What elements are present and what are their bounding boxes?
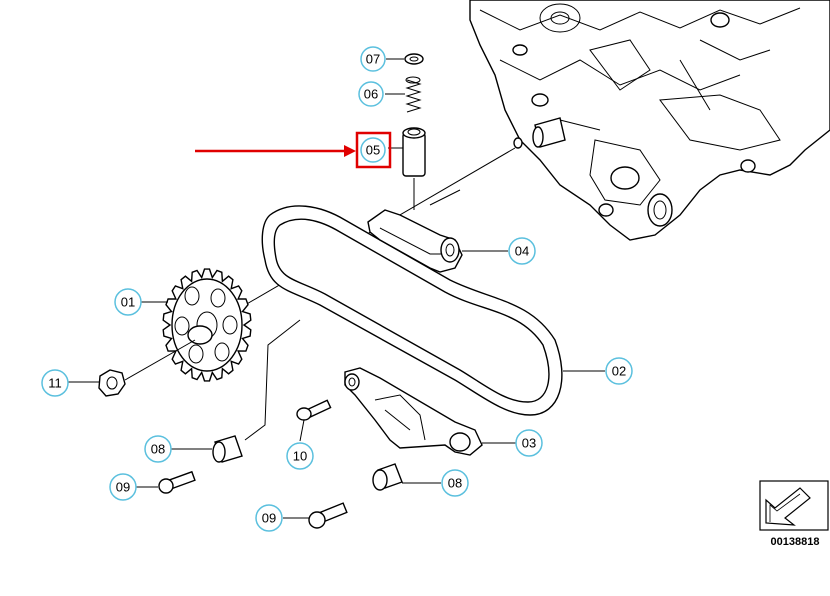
highlight-box — [355, 131, 392, 169]
callout-06-label: 06 — [364, 87, 378, 102]
callout-01-label: 01 — [121, 295, 135, 310]
oil-pump-housing — [469, 0, 830, 241]
callout-02-label: 02 — [612, 364, 626, 379]
callout-08-right[interactable]: 08 — [441, 469, 469, 497]
part-04-tensioner — [367, 209, 463, 273]
part-10-bolt — [296, 399, 332, 421]
callout-07[interactable]: 07 — [360, 46, 386, 72]
leader-lines — [68, 58, 605, 519]
callout-04[interactable]: 04 — [508, 237, 536, 265]
callout-08-left-label: 08 — [151, 442, 165, 457]
callout-05[interactable]: 05 — [360, 137, 386, 163]
part-01-sprocket — [162, 268, 252, 382]
part-02-chain — [261, 205, 563, 416]
callout-07-label: 07 — [366, 52, 380, 67]
callout-11-label: 11 — [48, 376, 62, 391]
part-09-bolt-left — [158, 470, 196, 494]
callout-09-right[interactable]: 09 — [255, 504, 283, 532]
callout-06[interactable]: 06 — [358, 81, 384, 107]
callout-10-label: 10 — [293, 449, 307, 464]
highlight-arrow — [195, 145, 356, 157]
part-06-spring — [405, 76, 422, 113]
callout-03-label: 03 — [522, 436, 536, 451]
callout-09-left[interactable]: 09 — [109, 473, 137, 501]
part-08-bushing-right — [372, 463, 403, 491]
callout-04-label: 04 — [515, 244, 529, 259]
part-03-guide-rail — [344, 367, 483, 456]
direction-arrow-icon — [759, 480, 829, 531]
part-11-nut — [98, 369, 126, 397]
callout-01[interactable]: 01 — [114, 288, 142, 316]
callout-10[interactable]: 10 — [286, 442, 314, 470]
part-05-piston — [402, 127, 426, 177]
callout-02[interactable]: 02 — [605, 357, 633, 385]
part-09-bolt-right — [308, 502, 348, 529]
callout-08-left[interactable]: 08 — [144, 435, 172, 463]
callout-09-left-label: 09 — [116, 480, 130, 495]
part-08-bushing-left — [212, 435, 243, 463]
callout-09-right-label: 09 — [262, 511, 276, 526]
callout-05-label: 05 — [366, 143, 380, 158]
diagram-code: 00138818 — [771, 536, 820, 548]
part-07-washer — [404, 53, 424, 65]
callout-08-right-label: 08 — [448, 476, 462, 491]
callout-11[interactable]: 11 — [41, 369, 69, 397]
callout-03[interactable]: 03 — [515, 429, 543, 457]
